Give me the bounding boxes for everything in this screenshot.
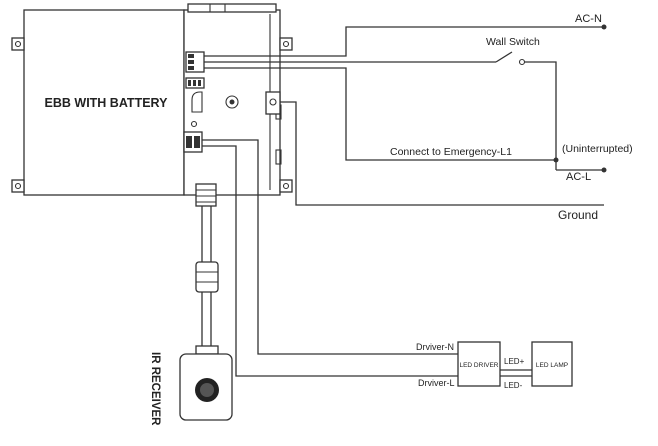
ir-cable	[179, 183, 233, 421]
led-driver-label: LED DRIVER	[459, 362, 498, 369]
led-lamp-box	[531, 341, 573, 387]
ac-l-label: AC-L	[566, 171, 591, 183]
uninterrupted-label: (Uninterrupted)	[562, 143, 633, 155]
driver-l-wire	[202, 145, 458, 377]
driver-n-wire	[202, 139, 458, 355]
connect-emergency-label: Connect to Emergency-L1	[390, 146, 512, 158]
ground-label: Ground	[558, 208, 598, 222]
cable-gland	[195, 183, 217, 207]
led-driver-box	[457, 341, 501, 387]
driver-n-label: Drviver-N	[416, 342, 454, 352]
mount-tab-tl	[11, 37, 25, 51]
ac-n-wire	[204, 26, 604, 57]
led-minus-label: LED-	[504, 381, 523, 390]
ebb-enclosure	[11, 3, 293, 196]
test-button-icon	[225, 95, 239, 109]
enclosure-left-body	[23, 9, 185, 196]
inline-connector	[195, 261, 219, 293]
led-lamp-label: LED LAMP	[536, 362, 568, 369]
driver-l-label: Drviver-L	[418, 378, 455, 388]
wall-switch-label: Wall Switch	[486, 36, 540, 48]
emergency-l1-wire	[204, 67, 556, 161]
switched-live-wire	[524, 61, 557, 170]
wall-switch-icon	[495, 51, 513, 63]
ir-receiver-label: IR RECEIVER	[149, 352, 161, 426]
ac-wiring	[204, 24, 607, 206]
ground-wire	[280, 101, 604, 206]
mount-tab-br	[279, 179, 293, 193]
mount-tab-tr	[279, 37, 293, 51]
driver-wiring	[202, 139, 573, 387]
mount-tab-bl	[11, 179, 25, 193]
ground-lug	[265, 91, 281, 115]
ac-n-label: AC-N	[575, 13, 602, 25]
unit-label: EBB WITH BATTERY	[45, 96, 169, 110]
led-plus-label: LED+	[504, 357, 525, 366]
enclosure-top-bracket	[187, 3, 277, 13]
